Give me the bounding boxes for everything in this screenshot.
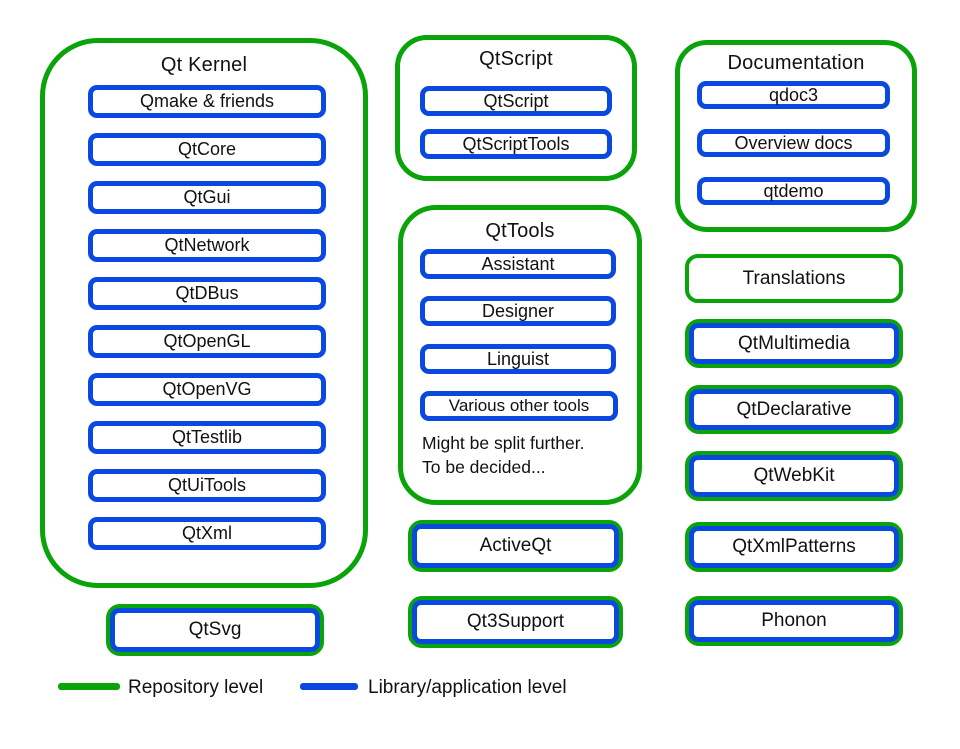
group-qt-kernel: Qt Kernel Qmake & friends QtCore QtGui Q… bbox=[40, 38, 368, 588]
box-assistant: Assistant bbox=[420, 249, 616, 279]
box-qdoc3: qdoc3 bbox=[697, 81, 890, 109]
box-qtdeclarative: QtDeclarative bbox=[685, 385, 903, 434]
box-activeqt-label: ActiveQt bbox=[412, 524, 619, 568]
box-phonon: Phonon bbox=[685, 596, 903, 646]
box-qtdbus: QtDBus bbox=[88, 277, 326, 310]
qttools-note: Might be split further. To be decided... bbox=[422, 431, 584, 479]
box-qtdeclarative-label: QtDeclarative bbox=[689, 389, 899, 430]
box-qtwebkit-label: QtWebKit bbox=[689, 455, 899, 497]
legend-repository-swatch bbox=[58, 683, 120, 690]
box-qtxmlpatterns-label: QtXmlPatterns bbox=[689, 526, 899, 568]
box-qtcore: QtCore bbox=[88, 133, 326, 166]
box-qtwebkit: QtWebKit bbox=[685, 451, 903, 501]
box-qtmultimedia-label: QtMultimedia bbox=[689, 323, 899, 364]
box-qtnetwork: QtNetwork bbox=[88, 229, 326, 262]
box-qttestlib: QtTestlib bbox=[88, 421, 326, 454]
legend-library-label: Library/application level bbox=[368, 677, 567, 698]
group-title-qt-kernel: Qt Kernel bbox=[160, 54, 248, 76]
box-designer: Designer bbox=[420, 296, 616, 326]
group-title-documentation: Documentation bbox=[727, 52, 865, 74]
box-qt3support: Qt3Support bbox=[408, 596, 623, 648]
box-qmake-and-friends: Qmake & friends bbox=[88, 85, 326, 118]
box-various-other-tools: Various other tools bbox=[420, 391, 618, 421]
group-title-qtscript: QtScript bbox=[479, 48, 553, 70]
box-qtscripttools: QtScriptTools bbox=[420, 129, 612, 159]
legend-repository-label: Repository level bbox=[128, 677, 264, 698]
qttools-note-line-2: To be decided... bbox=[422, 457, 546, 477]
box-qtdemo: qtdemo bbox=[697, 177, 890, 205]
box-linguist: Linguist bbox=[420, 344, 616, 374]
box-qtuitools: QtUiTools bbox=[88, 469, 326, 502]
group-documentation: Documentation qdoc3 Overview docs qtdemo bbox=[675, 40, 917, 232]
legend-library-swatch bbox=[300, 683, 358, 690]
box-qtxmlpatterns: QtXmlPatterns bbox=[685, 522, 903, 572]
group-qttools: QtTools Assistant Designer Linguist Vari… bbox=[398, 205, 642, 505]
box-qtscript: QtScript bbox=[420, 86, 612, 116]
box-qtmultimedia: QtMultimedia bbox=[685, 319, 903, 368]
group-qtscript: QtScript QtScript QtScriptTools bbox=[395, 35, 637, 181]
box-translations: Translations bbox=[685, 254, 903, 303]
box-qt3support-label: Qt3Support bbox=[412, 600, 619, 644]
qttools-note-line-1: Might be split further. bbox=[422, 433, 585, 453]
box-overview-docs: Overview docs bbox=[697, 129, 890, 157]
box-qtsvg-label: QtSvg bbox=[110, 608, 320, 652]
box-qtgui: QtGui bbox=[88, 181, 326, 214]
box-qtopenvg: QtOpenVG bbox=[88, 373, 326, 406]
box-qtxml: QtXml bbox=[88, 517, 326, 550]
box-phonon-label: Phonon bbox=[689, 600, 899, 642]
group-title-qttools: QtTools bbox=[485, 220, 555, 242]
box-qtopengl: QtOpenGL bbox=[88, 325, 326, 358]
box-activeqt: ActiveQt bbox=[408, 520, 623, 572]
box-qtsvg: QtSvg bbox=[106, 604, 324, 656]
